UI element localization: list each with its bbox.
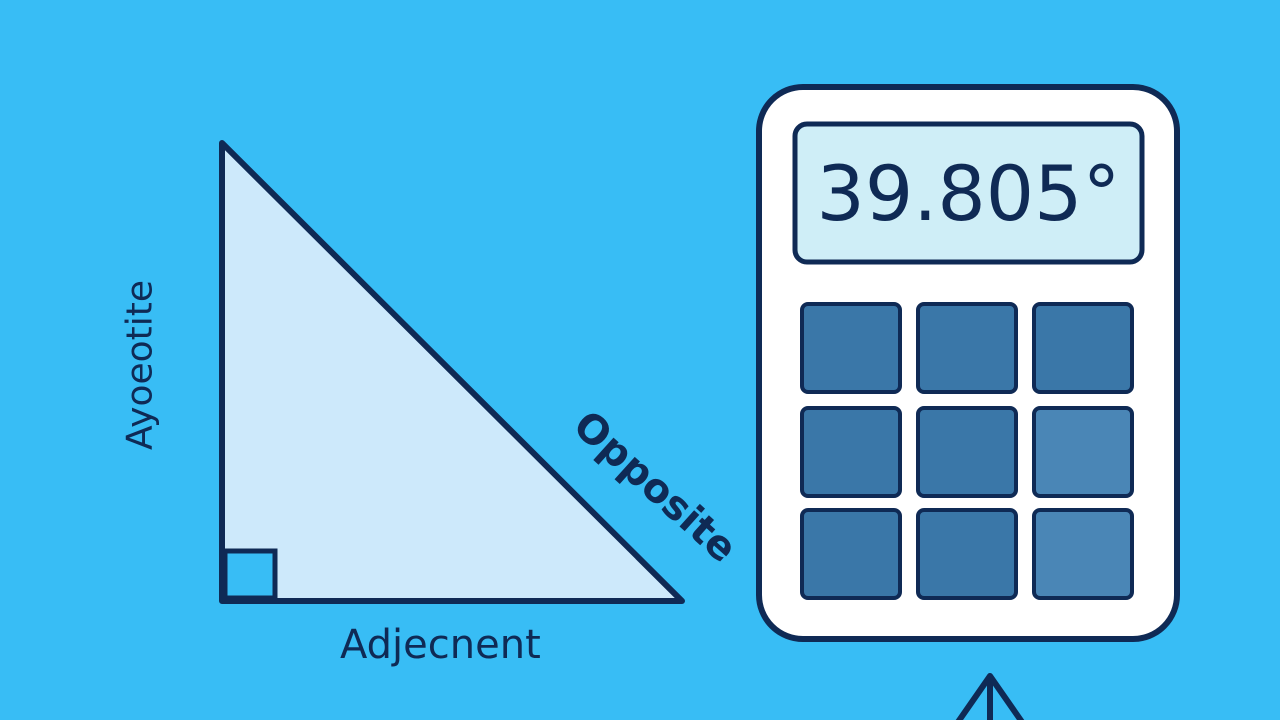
adjacent-side-label: Adjecnent [340, 622, 541, 668]
calculator-keypad [800, 302, 1134, 600]
calculator-key-r1-c3[interactable] [1032, 302, 1134, 394]
right-triangle [219, 140, 685, 604]
calculator-key-r3-c2[interactable] [916, 508, 1018, 600]
calculator-key-r3-c1[interactable] [800, 508, 902, 600]
calculator-key-r2-c1[interactable] [800, 406, 902, 498]
calculator-key-r2-c3[interactable] [1032, 406, 1134, 498]
calculator-key-r2-c2[interactable] [916, 406, 1018, 498]
pointer-arrow-icon [955, 673, 1025, 720]
vertical-side-label: Ayoeotite [119, 279, 161, 451]
calculator-key-r1-c1[interactable] [800, 302, 902, 394]
calculator-key-r3-c3[interactable] [1032, 508, 1134, 600]
calculator-display [792, 121, 1145, 265]
right-angle-marker [222, 548, 278, 601]
calculator-display-value: 39.805° [816, 148, 1121, 238]
calculator-key-r1-c2[interactable] [916, 302, 1018, 394]
